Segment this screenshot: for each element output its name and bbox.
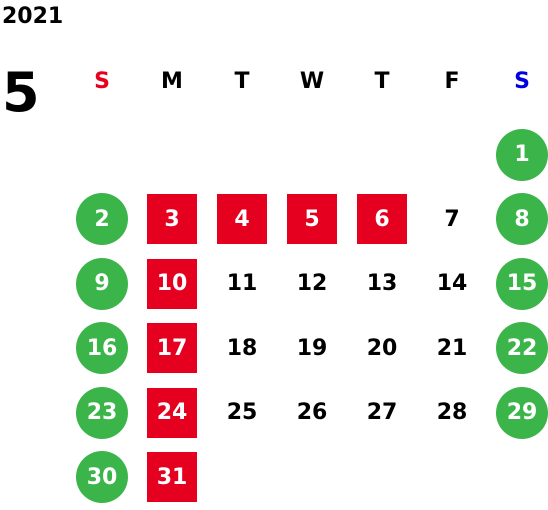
day-cell: 25 xyxy=(207,381,277,446)
month-number: 5 xyxy=(2,61,40,124)
day-cell: 8 xyxy=(487,187,548,252)
day-number-28: 28 xyxy=(436,400,468,426)
day-number-3: 3 xyxy=(147,194,197,245)
day-number-20: 20 xyxy=(366,335,398,361)
day-number-26: 26 xyxy=(296,400,328,426)
weekday-header-friday: F xyxy=(444,68,460,94)
day-number-22: 22 xyxy=(496,322,548,375)
empty-day-cell xyxy=(277,445,347,510)
day-cell: 2 xyxy=(67,187,137,252)
weekday-header-tuesday: T xyxy=(234,68,250,94)
day-cell: 22 xyxy=(487,316,548,381)
day-cell: 19 xyxy=(277,316,347,381)
day-number-29: 29 xyxy=(496,386,548,439)
day-number-11: 11 xyxy=(226,271,258,297)
day-cell: 6 xyxy=(347,187,417,252)
day-number-5: 5 xyxy=(287,194,337,245)
weekday-header-saturday: S xyxy=(514,68,530,94)
day-cell: 31 xyxy=(137,445,207,510)
empty-day-cell xyxy=(417,123,487,188)
empty-day-cell xyxy=(67,123,137,188)
day-number-25: 25 xyxy=(226,400,258,426)
day-cell: 20 xyxy=(347,316,417,381)
day-number-12: 12 xyxy=(296,271,328,297)
day-number-21: 21 xyxy=(436,335,468,361)
day-number-23: 23 xyxy=(76,386,128,439)
empty-day-cell xyxy=(277,123,347,188)
day-cell: 14 xyxy=(417,252,487,317)
day-cell: 13 xyxy=(347,252,417,317)
day-number-15: 15 xyxy=(496,257,548,310)
day-number-16: 16 xyxy=(76,322,128,375)
day-cell: 11 xyxy=(207,252,277,317)
year-label: 2021 xyxy=(2,4,64,29)
day-cell: 5 xyxy=(277,187,347,252)
day-number-30: 30 xyxy=(76,451,128,504)
empty-day-cell xyxy=(487,445,548,510)
day-cell: 28 xyxy=(417,381,487,446)
day-cell: 12 xyxy=(277,252,347,317)
empty-day-cell xyxy=(417,445,487,510)
day-cell: 24 xyxy=(137,381,207,446)
day-cell: 4 xyxy=(207,187,277,252)
day-number-31: 31 xyxy=(147,452,197,503)
empty-day-cell xyxy=(207,445,277,510)
day-cell: 7 xyxy=(417,187,487,252)
day-cell: 29 xyxy=(487,381,548,446)
day-number-4: 4 xyxy=(217,194,267,245)
day-number-19: 19 xyxy=(296,335,328,361)
day-number-1: 1 xyxy=(496,128,548,181)
day-number-14: 14 xyxy=(436,271,468,297)
day-cell: 30 xyxy=(67,445,137,510)
day-number-17: 17 xyxy=(147,323,197,374)
empty-day-cell xyxy=(207,123,277,188)
day-cell: 21 xyxy=(417,316,487,381)
empty-day-cell xyxy=(137,123,207,188)
day-number-10: 10 xyxy=(147,258,197,309)
empty-day-cell xyxy=(347,123,417,188)
day-cell: 18 xyxy=(207,316,277,381)
day-cell: 3 xyxy=(137,187,207,252)
day-cell: 1 xyxy=(487,123,548,188)
day-number-13: 13 xyxy=(366,271,398,297)
day-cell: 15 xyxy=(487,252,548,317)
weekday-header-sunday: S xyxy=(94,68,110,94)
day-cell: 27 xyxy=(347,381,417,446)
day-cell: 9 xyxy=(67,252,137,317)
day-cell: 26 xyxy=(277,381,347,446)
day-number-24: 24 xyxy=(147,387,197,438)
weekday-header-wednesday: W xyxy=(299,68,325,94)
day-number-9: 9 xyxy=(76,257,128,310)
day-cell: 10 xyxy=(137,252,207,317)
day-cell: 16 xyxy=(67,316,137,381)
day-number-8: 8 xyxy=(496,193,548,246)
day-number-7: 7 xyxy=(444,206,460,232)
weekday-header-monday: M xyxy=(161,68,183,94)
day-cell: 23 xyxy=(67,381,137,446)
day-number-2: 2 xyxy=(76,193,128,246)
day-number-18: 18 xyxy=(226,335,258,361)
day-number-27: 27 xyxy=(366,400,398,426)
day-cell: 17 xyxy=(137,316,207,381)
weekday-header-thursday: T xyxy=(374,68,390,94)
day-number-6: 6 xyxy=(357,194,407,245)
empty-day-cell xyxy=(347,445,417,510)
